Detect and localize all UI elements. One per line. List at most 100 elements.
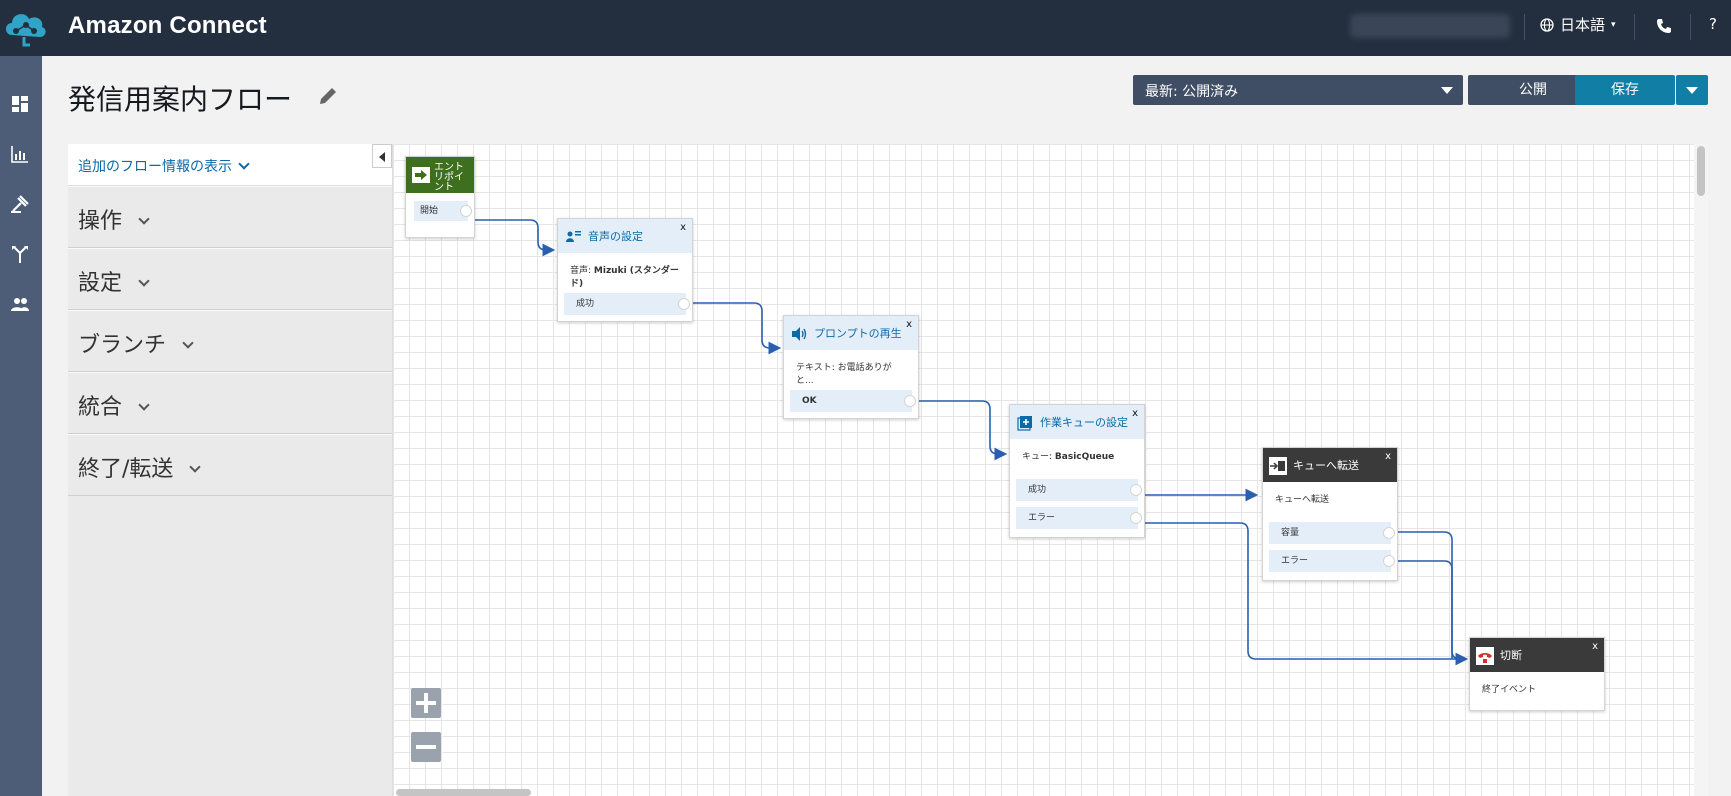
- block-title: 音声の設定: [588, 230, 643, 243]
- chevron-down-icon: [1441, 87, 1453, 94]
- block-output[interactable]: エラー: [1016, 507, 1142, 529]
- minus-icon: [416, 745, 436, 749]
- block-header: プロンプトの再生 x: [784, 316, 918, 350]
- users-icon[interactable]: [8, 292, 32, 316]
- left-nav: [0, 56, 42, 796]
- desc-value: 終了イベント: [1482, 685, 1537, 695]
- block-header: 作業キューの設定 x: [1010, 405, 1144, 439]
- language-label: 日本語: [1560, 16, 1606, 34]
- block-title: 作業キューの設定: [1040, 416, 1128, 429]
- desc-value: BasicQueue: [1054, 452, 1115, 462]
- close-icon[interactable]: x: [1132, 408, 1138, 419]
- desc-value: お電話ありがと...: [796, 363, 892, 386]
- globe-icon: [1540, 17, 1554, 32]
- arrow-right-icon: [412, 167, 430, 183]
- desc-prefix: 音声:: [570, 266, 594, 276]
- chevron-down-icon: [138, 213, 150, 225]
- phone-icon[interactable]: [1655, 17, 1673, 35]
- chevron-down-icon: [238, 158, 250, 170]
- disconnect-block[interactable]: 切断 x 終了イベント: [1469, 637, 1605, 711]
- version-dropdown[interactable]: 最新: 公開済み: [1133, 75, 1463, 105]
- block-title: プロンプトの再生: [814, 327, 902, 340]
- entry-point-block[interactable]: エントリポイント 開始: [405, 156, 475, 238]
- desc-value: Mizuki (スタンダード): [570, 266, 679, 289]
- speaker-icon: [792, 327, 807, 341]
- vertical-scrollbar[interactable]: [1694, 144, 1708, 796]
- section-label: 操作: [78, 209, 123, 234]
- play-prompt-block[interactable]: プロンプトの再生 x テキスト: お電話ありがと... OK: [783, 315, 919, 419]
- amazon-connect-logo-icon[interactable]: [2, 5, 48, 47]
- section-terminate[interactable]: 終了/転送: [68, 434, 392, 496]
- chevron-down-icon: [138, 275, 150, 287]
- app-title: Amazon Connect: [68, 12, 267, 39]
- entry-output[interactable]: 開始: [414, 201, 472, 221]
- page-title: 発信用案内フロー: [68, 83, 293, 116]
- edit-pencil-icon[interactable]: [317, 85, 339, 107]
- block-description: キュー: BasicQueue: [1010, 439, 1144, 473]
- block-header: 切断 x: [1470, 638, 1604, 672]
- section-label: 統合: [78, 395, 123, 420]
- save-button[interactable]: 保存: [1575, 75, 1675, 105]
- output-connector-handle[interactable]: [1383, 527, 1395, 539]
- divider: [1634, 14, 1635, 40]
- output-connector-handle[interactable]: [460, 205, 472, 217]
- block-output[interactable]: エラー: [1269, 550, 1395, 572]
- output-label: エラー: [1281, 556, 1309, 566]
- block-library-panel: 追加のフロー情報の表示 操作 設定 ブランチ 統合 終了/転送: [68, 144, 392, 796]
- entry-header: エントリポイント: [406, 157, 474, 193]
- output-label: OK: [802, 396, 817, 406]
- section-set[interactable]: 設定: [68, 248, 392, 310]
- top-bar: Amazon Connect 日本語 ▾ ?: [0, 0, 1731, 56]
- output-connector-handle[interactable]: [904, 395, 916, 407]
- routing-icon[interactable]: [8, 192, 32, 216]
- block-description: キューへ転送: [1263, 482, 1397, 516]
- output-connector-handle[interactable]: [1130, 512, 1142, 524]
- chevron-down-icon: [1686, 87, 1698, 94]
- collapse-panel-button[interactable]: [372, 144, 392, 168]
- transfer-to-queue-block[interactable]: キューへ転送 x キューへ転送 容量 エラー: [1262, 447, 1398, 581]
- additional-flow-info-link[interactable]: 追加のフロー情報の表示: [68, 144, 392, 186]
- block-output[interactable]: 容量: [1269, 522, 1395, 544]
- section-interact[interactable]: 操作: [68, 186, 392, 248]
- section-label: 終了/転送: [78, 457, 174, 482]
- block-output[interactable]: 成功: [1016, 479, 1142, 501]
- section-branch[interactable]: ブランチ: [68, 310, 392, 372]
- set-voice-block[interactable]: 音声の設定 x 音声: Mizuki (スタンダード) 成功: [557, 218, 693, 322]
- dashboard-icon[interactable]: [8, 92, 32, 116]
- block-title: キューへ転送: [1293, 459, 1359, 472]
- block-title: 切断: [1500, 649, 1522, 662]
- zoom-out-button[interactable]: [411, 732, 441, 762]
- block-description: 音声: Mizuki (スタンダード): [558, 253, 692, 289]
- user-name-redacted[interactable]: [1350, 14, 1510, 38]
- output-connector-handle[interactable]: [678, 298, 690, 310]
- desc-prefix: キュー:: [1022, 452, 1055, 462]
- desc-prefix: テキスト:: [796, 363, 838, 373]
- zoom-in-button[interactable]: [411, 688, 441, 718]
- help-icon[interactable]: ?: [1709, 15, 1717, 33]
- output-connector-handle[interactable]: [1383, 555, 1395, 567]
- section-integrate[interactable]: 統合: [68, 372, 392, 434]
- chevron-down-icon: [138, 399, 150, 411]
- set-working-queue-block[interactable]: 作業キューの設定 x キュー: BasicQueue 成功 エラー: [1009, 404, 1145, 538]
- close-icon[interactable]: x: [1385, 451, 1391, 462]
- block-output[interactable]: 成功: [564, 293, 690, 315]
- divider: [1524, 14, 1525, 40]
- close-icon[interactable]: x: [680, 222, 686, 233]
- section-label: 設定: [78, 271, 123, 296]
- language-selector[interactable]: 日本語 ▾: [1540, 14, 1616, 35]
- metrics-icon[interactable]: [8, 142, 32, 166]
- block-description: テキスト: お電話ありがと...: [784, 350, 918, 386]
- output-label: 成功: [576, 299, 595, 309]
- close-icon[interactable]: x: [906, 319, 912, 330]
- plus-icon: [424, 693, 428, 713]
- scroll-thumb[interactable]: [1697, 146, 1705, 196]
- horizontal-scrollbar[interactable]: [396, 789, 531, 796]
- output-connector-handle[interactable]: [1130, 484, 1142, 496]
- transfer-icon: [1269, 457, 1287, 475]
- info-link-label: 追加のフロー情報の表示: [78, 159, 232, 175]
- save-options-button[interactable]: [1676, 75, 1708, 105]
- chevron-down-icon: [189, 461, 202, 473]
- flows-icon[interactable]: [8, 242, 32, 266]
- block-output[interactable]: OK: [790, 390, 916, 412]
- close-icon[interactable]: x: [1592, 641, 1598, 652]
